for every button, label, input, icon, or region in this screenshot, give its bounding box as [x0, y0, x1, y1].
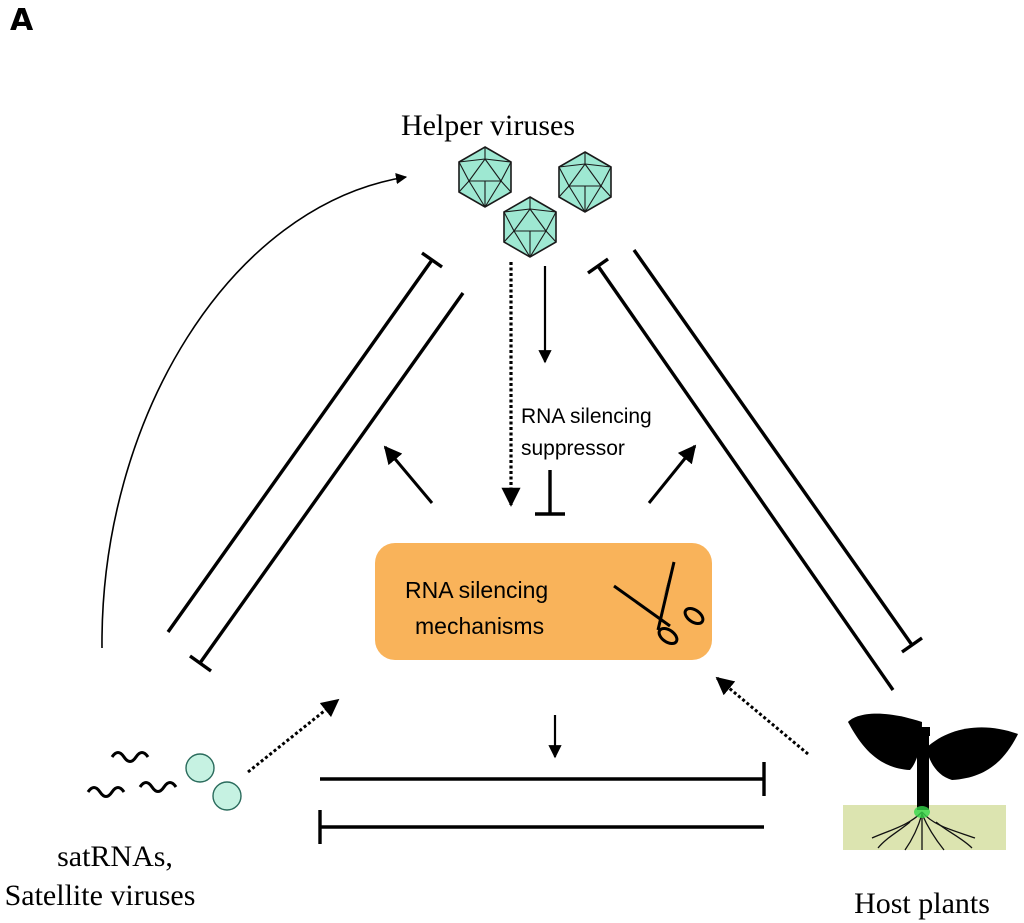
helper-viruses-label: Helper viruses: [401, 109, 575, 142]
satellite-inhibits-helper-line: [166, 251, 443, 633]
rna-silencing-box: [375, 543, 712, 660]
suppressor-label-line1: RNA silencing: [521, 405, 652, 428]
panel-letter: A: [10, 3, 34, 38]
host-inhibits-satellite-line: [318, 810, 764, 844]
rna-silencing-box-line2: mechanisms: [415, 613, 544, 639]
satellites-label-line1: satRNAs,: [57, 840, 173, 873]
satellite-virus-particle-icon: [185, 753, 215, 783]
helper-inhibits-satellite-line: [189, 292, 465, 673]
satellite-inhibits-host-line: [320, 762, 766, 796]
virus-icon: [503, 196, 557, 258]
satellite-to-helper-curved-arrow: [101, 173, 408, 649]
satellite-virus-particle-icon: [212, 781, 242, 811]
satellites-label-line2: Satellite viruses: [5, 879, 196, 912]
virus-icon: [458, 146, 512, 208]
silencing-to-virus-arrow: [647, 444, 697, 504]
satrna-squiggle-icon: [86, 751, 178, 798]
host-inhibits-helper-line: [587, 257, 895, 691]
suppressor-label-line2: suppressor: [521, 437, 625, 460]
scissors-icon: [612, 560, 705, 646]
helper-inhibits-host-line: [632, 249, 923, 654]
silencing-to-satellite-arrow: [383, 445, 434, 504]
host-plants-label: Host plants: [854, 887, 990, 920]
virus-icon: [558, 151, 612, 213]
satellite-to-silencing-dotted-arrow: [247, 698, 340, 774]
rna-silencing-box-line1: RNA silencing: [405, 577, 548, 603]
suppressor-inhibits-silencing: [535, 470, 565, 516]
host-to-silencing-dotted-arrow: [715, 676, 809, 756]
plant-silhouette-icon: [843, 713, 1018, 851]
